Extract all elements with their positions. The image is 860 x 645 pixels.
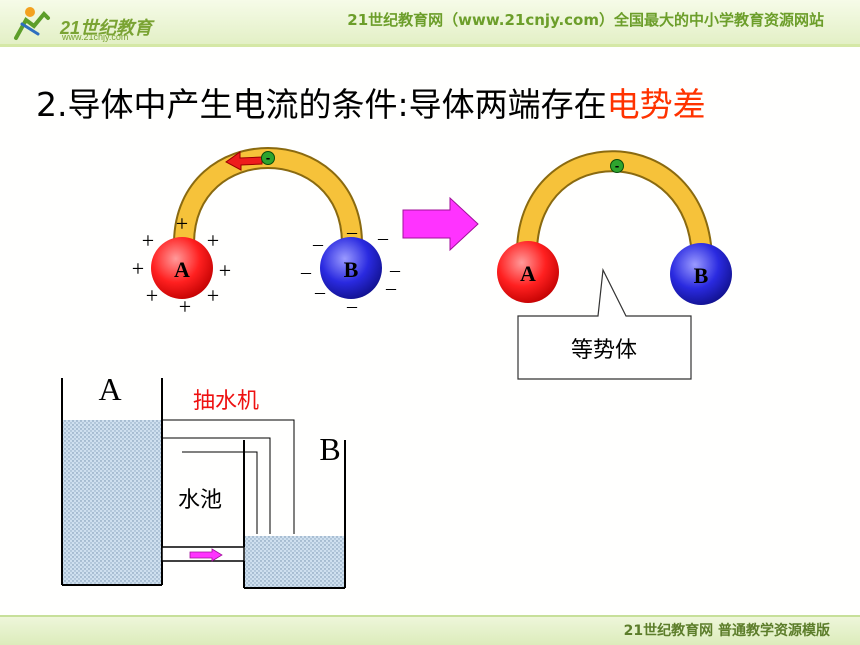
pump-label: 抽水机 bbox=[193, 389, 259, 414]
title-prefix: 2.导体中产生电流的条件:导体两端存在 bbox=[36, 85, 607, 124]
electron-symbol: - bbox=[266, 152, 271, 165]
plus-charge: + bbox=[132, 256, 144, 281]
pump-pipe-outer bbox=[162, 419, 295, 534]
footer-divider bbox=[0, 615, 860, 617]
tank-a-water bbox=[63, 420, 161, 584]
tank-b-label: B bbox=[319, 431, 340, 467]
minus-charge: – bbox=[377, 227, 389, 249]
logo-icon bbox=[14, 7, 50, 40]
sphere-a-right bbox=[497, 241, 559, 303]
minus-charge: – bbox=[300, 261, 312, 283]
sphere-b-label: B bbox=[344, 257, 359, 282]
header-bar: 21世纪教育 www.21cnjy.com 21世纪教育网（www.21cnjy… bbox=[0, 0, 860, 44]
sphere-a-label: A bbox=[174, 257, 190, 282]
right-diagram: - A B 等势体 bbox=[497, 150, 732, 380]
minus-charge: – bbox=[346, 221, 358, 243]
title-highlight: 电势差 bbox=[606, 85, 706, 124]
current-arrow-icon bbox=[225, 151, 263, 171]
sphere-a-label: A bbox=[520, 261, 536, 286]
sphere-b-right bbox=[670, 243, 732, 305]
pool-label: 水池 bbox=[178, 488, 222, 513]
plus-charge: + bbox=[219, 258, 231, 283]
minus-charge: – bbox=[346, 295, 358, 317]
plus-charge: + bbox=[142, 228, 154, 253]
plus-charge: + bbox=[207, 283, 219, 308]
logo-text: 21世纪教育 bbox=[60, 18, 153, 38]
minus-charge: – bbox=[314, 281, 326, 303]
footer-text: 21世纪教育网 普通教学资源模版 bbox=[623, 623, 830, 639]
footer-bar: 21世纪教育网 普通教学资源模版 bbox=[0, 617, 860, 645]
equipotential-callout bbox=[517, 267, 692, 380]
tank-b-water bbox=[245, 536, 344, 587]
plus-charge: + bbox=[179, 294, 191, 319]
callout-text: 等势体 bbox=[571, 338, 637, 363]
minus-charge: – bbox=[385, 277, 397, 299]
slide-title: 2.导体中产生电流的条件:导体两端存在电势差 bbox=[36, 78, 706, 126]
minus-charge: – bbox=[312, 233, 324, 255]
transition-arrow-icon bbox=[402, 196, 479, 252]
header-slogan: 21世纪教育网（www.21cnjy.com）全国最大的中小学教育资源网站 bbox=[347, 11, 824, 29]
electron-icon: - bbox=[261, 151, 275, 165]
header-divider bbox=[0, 44, 860, 47]
left-diagram: - A + + + + + + + + B – – – – – – – – bbox=[132, 147, 401, 319]
plus-charge: + bbox=[207, 228, 219, 253]
electron-icon: - bbox=[610, 159, 624, 173]
water-diagram: A 抽水机 水池 B bbox=[61, 371, 346, 589]
sphere-b-left bbox=[320, 237, 382, 299]
tank-a-label: A bbox=[98, 371, 121, 407]
logo-subtext: www.21cnjy.com bbox=[62, 32, 129, 42]
sphere-a-left bbox=[151, 237, 213, 299]
pump-pipe-inner bbox=[182, 451, 258, 534]
minus-charge: – bbox=[389, 259, 401, 281]
plus-charge: + bbox=[146, 283, 158, 308]
sphere-b-label: B bbox=[694, 263, 709, 288]
flow-arrow-icon bbox=[189, 548, 223, 562]
electron-symbol: - bbox=[615, 160, 620, 173]
plus-charge: + bbox=[176, 211, 188, 236]
pump-pipe-middle bbox=[162, 437, 271, 534]
